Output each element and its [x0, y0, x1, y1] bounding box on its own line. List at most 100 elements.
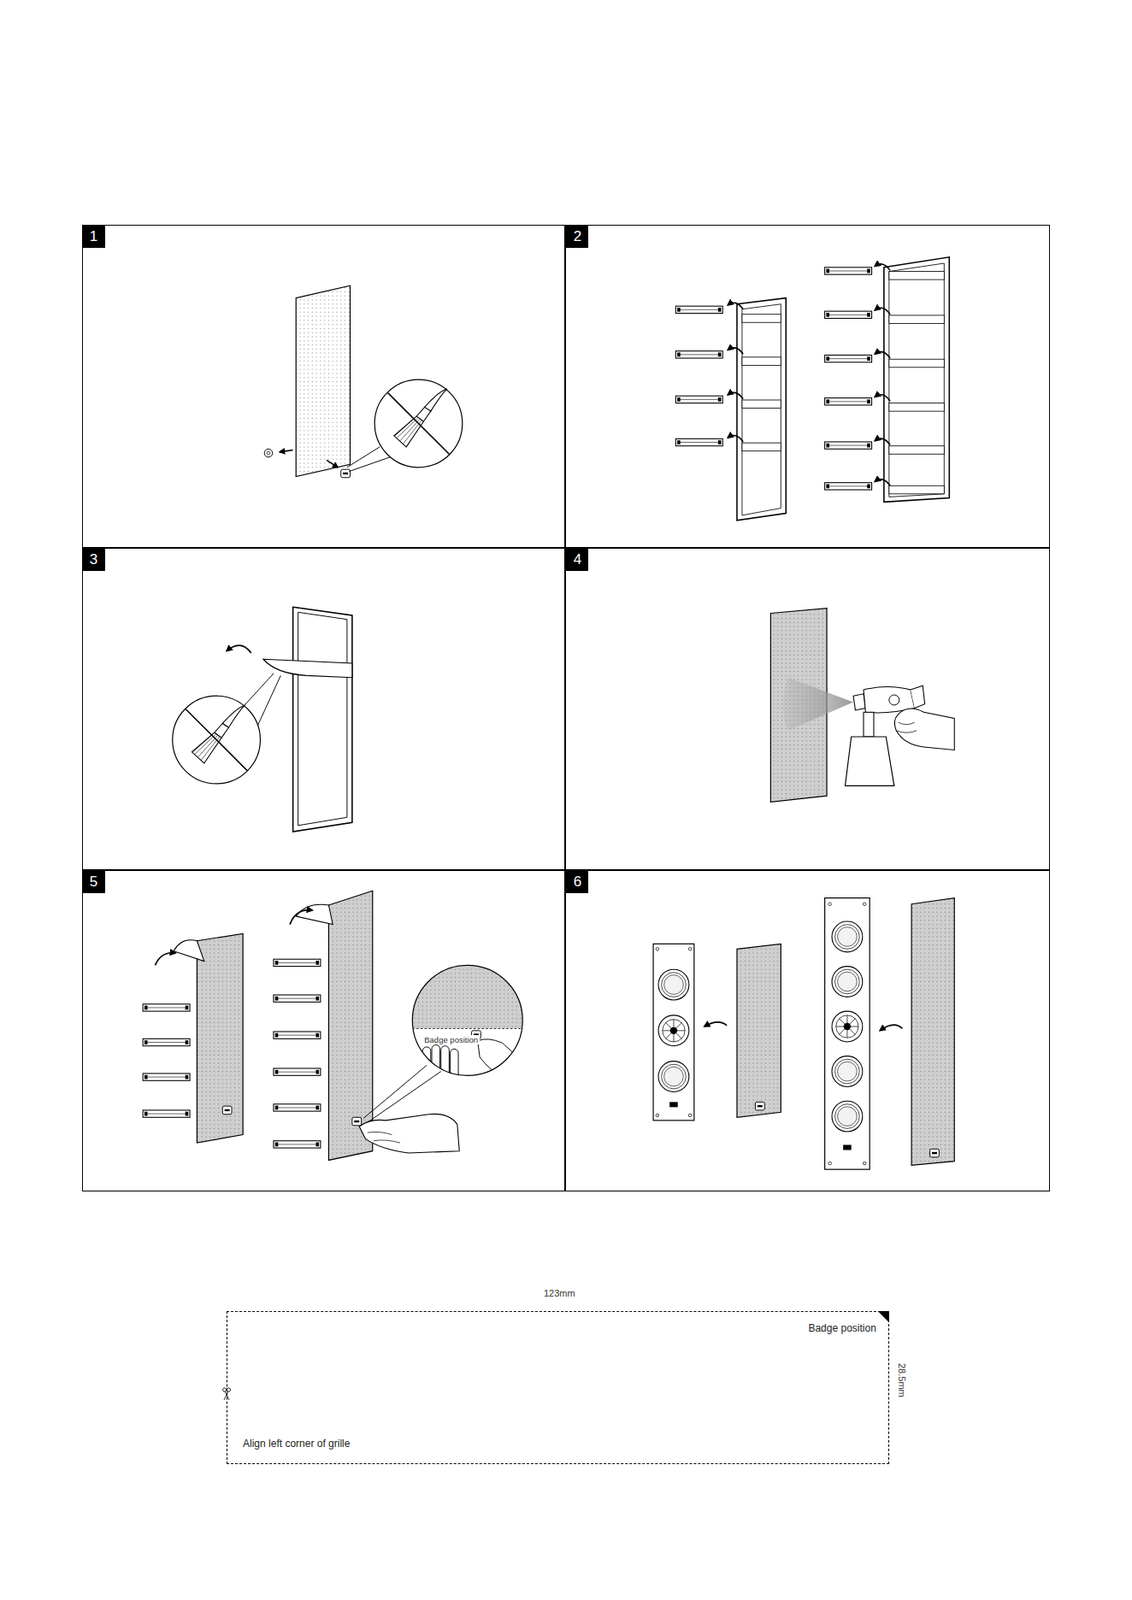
step-2-art	[874, 395, 891, 401]
step-6-art	[831, 1011, 863, 1043]
step-5-art	[173, 940, 205, 962]
step-2-art	[889, 263, 944, 497]
step-5-art	[273, 1104, 321, 1112]
step-5-art	[422, 1047, 431, 1080]
template-marks	[878, 1311, 890, 1323]
step-5-art	[142, 890, 531, 1161]
step-5-art	[154, 953, 176, 967]
dimension: 28.5mm	[896, 1363, 908, 1398]
step-6-art	[930, 1149, 940, 1158]
step-6-art	[754, 1102, 765, 1111]
step-2-art	[884, 257, 950, 503]
step-2-art	[742, 442, 781, 452]
step-5-art	[273, 1068, 321, 1076]
step-5-art	[441, 1046, 450, 1082]
step-4-art	[896, 722, 917, 733]
step-6-art	[688, 948, 692, 952]
step-6-art	[862, 1161, 867, 1166]
step-5-art	[295, 904, 333, 925]
step-4-art	[863, 712, 874, 737]
step-2-art	[825, 267, 873, 275]
step-5-art	[142, 1110, 190, 1118]
step-2-art	[874, 438, 891, 445]
step-number: 1	[82, 225, 106, 248]
step-2-art	[874, 352, 891, 359]
step-2-art	[825, 483, 873, 490]
step-6-art	[669, 1102, 679, 1108]
step-6-art	[831, 1101, 863, 1132]
step-number: 6	[566, 871, 589, 894]
illustration	[142, 257, 955, 1402]
step-3-art	[241, 673, 274, 710]
step-5-art	[142, 1004, 190, 1012]
step-number: 5	[82, 871, 106, 894]
step-6-art	[831, 1056, 863, 1088]
step-3-art	[257, 675, 281, 727]
template-note: Align left corner of grille	[242, 1438, 350, 1451]
step-6-art	[911, 898, 955, 1167]
step-1-art	[266, 451, 271, 455]
step-6-art	[843, 1145, 852, 1151]
step-2-art	[742, 304, 781, 516]
step-2-art	[675, 306, 723, 313]
step-6-art	[653, 898, 955, 1171]
step-number: 4	[566, 548, 589, 572]
step-6-art	[862, 902, 867, 907]
step-2-art	[825, 311, 873, 319]
step-6-art	[828, 1161, 832, 1166]
step-6-art	[655, 1114, 660, 1118]
step-2-art	[727, 347, 743, 354]
step-5-art	[359, 1114, 460, 1154]
step-2-art	[675, 257, 950, 521]
step-3-art	[172, 607, 353, 832]
step-1-art	[374, 379, 463, 468]
step-number: 2	[566, 225, 589, 248]
step-6-art	[828, 902, 832, 907]
step-6-art	[658, 969, 690, 1001]
step-panel: 6	[565, 870, 1050, 1192]
step-4-art	[783, 678, 854, 732]
step-2-art	[889, 485, 944, 495]
step-5-art	[273, 995, 321, 1003]
step-5-art	[222, 1106, 232, 1115]
template-marks	[222, 1311, 890, 1402]
step-6-art	[831, 921, 863, 953]
step-4-art	[910, 685, 926, 708]
step-5-art	[408, 963, 531, 1029]
step-2-art	[727, 435, 743, 442]
step-2-art	[889, 446, 944, 455]
step-5-art	[142, 1038, 190, 1046]
step-1-art	[348, 457, 390, 472]
step-6-art	[825, 898, 871, 1171]
step-1-art	[341, 469, 351, 478]
step-5-art	[408, 1028, 531, 1030]
step-2-art	[874, 307, 891, 314]
step-5-art	[273, 1141, 321, 1149]
step-2-art	[889, 271, 944, 281]
step-panel: 5	[82, 870, 566, 1192]
step-5-art	[408, 963, 531, 1086]
step-2-art	[825, 354, 873, 362]
step-2-art	[889, 359, 944, 368]
step-5-art	[289, 910, 313, 926]
step-6-art	[704, 1022, 727, 1027]
step-3-art	[172, 695, 261, 785]
step-2-art	[736, 298, 786, 521]
step-2-art	[889, 315, 944, 325]
step-5-art	[367, 1132, 401, 1144]
step-2-art	[742, 314, 781, 324]
template-note: Badge position	[807, 1322, 876, 1335]
step-6-art	[831, 966, 863, 998]
step-6-art	[688, 1114, 692, 1118]
step-2-art	[742, 357, 781, 366]
step-panel: 4	[565, 548, 1050, 871]
step-5-art	[328, 890, 372, 1161]
step-6-art	[655, 948, 660, 952]
step-4-art	[889, 695, 900, 706]
step-3-art	[293, 607, 353, 832]
step-3-art	[263, 659, 353, 678]
step-4-art	[845, 736, 895, 786]
step-5-art	[196, 933, 243, 1144]
step-5-art	[273, 1031, 321, 1039]
step-2-art	[675, 351, 723, 359]
